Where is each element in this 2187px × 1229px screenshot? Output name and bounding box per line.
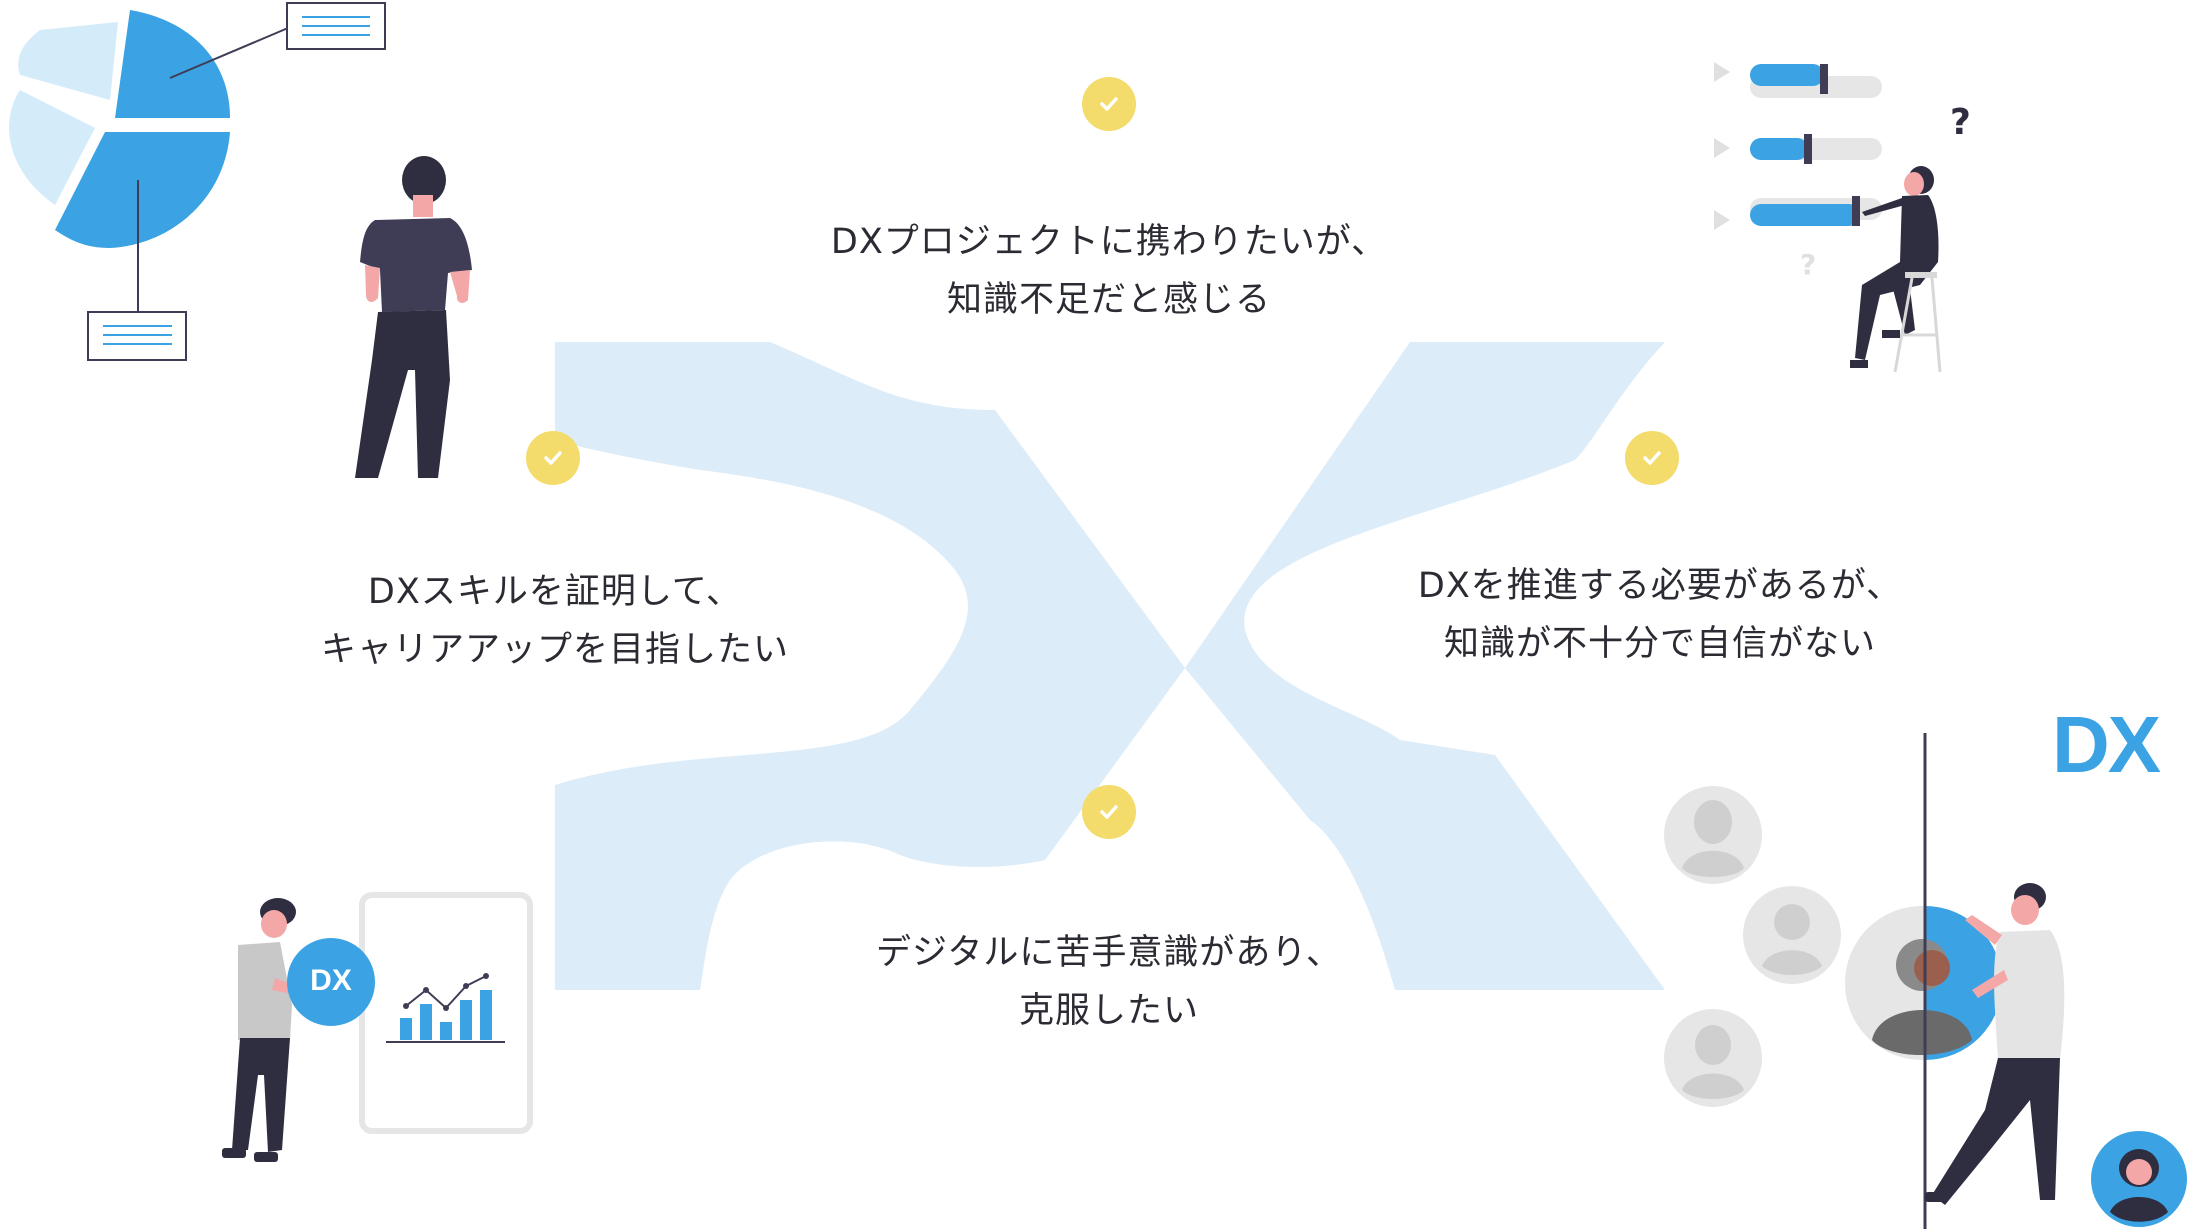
- message-right: DXを推進する必要があるが、 知識が不十分で自信がない: [1380, 557, 1940, 673]
- check-icon-top: [1082, 77, 1136, 131]
- message-right-line1: DXを推進する必要があるが、: [1417, 566, 1903, 606]
- message-right-line2: 知識が不十分で自信がない: [1443, 624, 1876, 664]
- check-icon-right: [1625, 431, 1679, 485]
- slider-icon: [1714, 62, 1942, 373]
- message-bottom-line2: 克服したい: [1018, 991, 1199, 1031]
- pie-chart-icon: [9, 2, 386, 361]
- check-icon-bottom: [1082, 785, 1136, 839]
- message-top: DXプロジェクトに携わりたいが、 知識不足だと感じる: [809, 213, 1409, 329]
- message-left-line2: キャリアアップを目指したい: [320, 630, 789, 670]
- message-left: DXスキルを証明して、 キャリアアップを目指したい: [280, 563, 830, 679]
- dx-logo: DX: [2052, 700, 2161, 789]
- dx-badge: DX: [310, 964, 352, 997]
- message-bottom: デジタルに苦手意識があり、 克服したい: [859, 924, 1359, 1040]
- check-icon-left: [526, 431, 580, 485]
- message-top-line1: DXプロジェクトに携わりたいが、: [830, 222, 1388, 262]
- bar-chart-icon: [222, 892, 533, 1162]
- question-mark-large: ?: [1950, 102, 1971, 143]
- message-left-line1: DXスキルを証明して、: [367, 572, 743, 612]
- question-mark-small: ?: [1800, 248, 1817, 281]
- message-top-line2: 知識不足だと感じる: [946, 280, 1271, 320]
- message-bottom-line1: デジタルに苦手意識があり、: [876, 933, 1342, 973]
- standing-man-illustration: [355, 156, 472, 478]
